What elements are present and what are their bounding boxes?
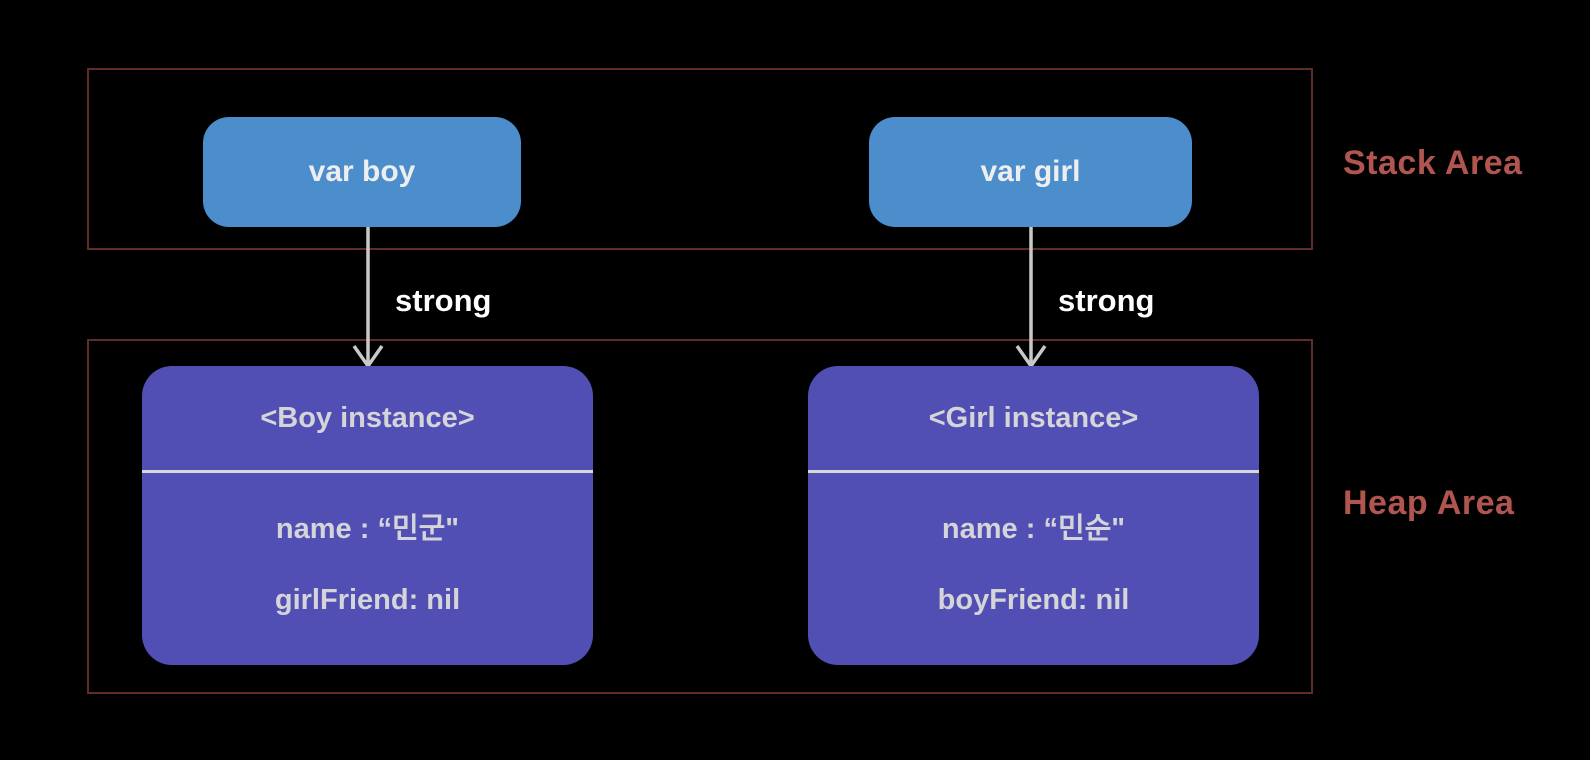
divider (142, 470, 593, 473)
reference-label-strong-girl: strong (1058, 283, 1155, 318)
field-name: name : “민순" (941, 513, 1126, 545)
field-name: name : “민군" (275, 513, 460, 545)
heap-node-boy-fields: name : “민군" girlFriend: nil (142, 473, 593, 620)
stack-area-box (87, 68, 1313, 250)
heap-node-girl-fields: name : “민순" boyFriend: nil (808, 473, 1259, 620)
heap-area-box (87, 339, 1313, 694)
field-boyfriend: boyFriend: nil (937, 584, 1130, 616)
heap-node-boy-title: <Boy instance> (260, 401, 475, 434)
field-girlfriend: girlFriend: nil (274, 584, 461, 616)
heap-node-girl-title: <Girl instance> (928, 401, 1139, 434)
stack-node-var-girl-label: var girl (980, 155, 1081, 188)
stack-area-label: Stack Area (1343, 144, 1523, 182)
stack-node-var-girl: var girl (869, 117, 1192, 227)
heap-node-girl-instance: <Girl instance> name : “민순" boyFriend: n… (808, 366, 1259, 665)
stack-node-var-boy: var boy (203, 117, 521, 227)
reference-label-strong-boy: strong (395, 283, 492, 318)
divider (808, 470, 1259, 473)
heap-area-label: Heap Area (1343, 484, 1515, 522)
stack-node-var-boy-label: var boy (308, 155, 416, 188)
heap-node-boy-instance: <Boy instance> name : “민군" girlFriend: n… (142, 366, 593, 665)
